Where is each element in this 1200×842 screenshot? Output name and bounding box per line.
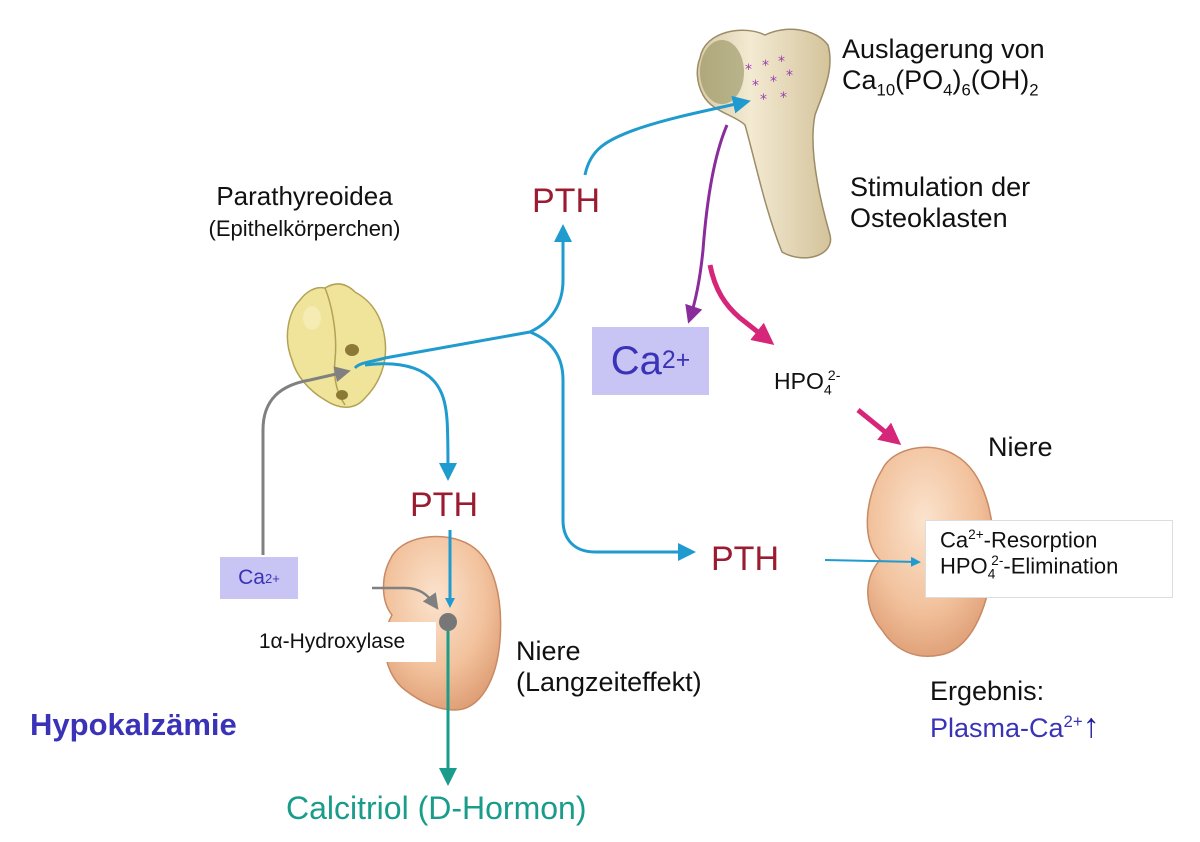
svg-text:*: *	[786, 68, 793, 84]
phosphate-elimination: HPO42--Elimination	[940, 553, 1119, 583]
kidney-left-label: Niere (Langzeiteffekt)	[516, 636, 702, 698]
svg-text:*: *	[760, 92, 767, 108]
pth-label-bone: PTH	[532, 182, 600, 220]
svg-text:*: *	[752, 78, 759, 94]
calcium-sensing-arrow	[261, 366, 351, 555]
hydroxylase-node	[439, 613, 457, 631]
phosphate-release-arrow	[707, 264, 775, 345]
calcium-resorption: Ca2+-Resorption	[940, 527, 1098, 553]
hypocalcemia-label: Hypokalzämie	[30, 707, 237, 742]
svg-text:*: *	[762, 58, 769, 74]
hydroxylase-input-arrow	[372, 586, 439, 610]
calcium-release-arrow	[685, 124, 729, 324]
parathyroid-illustration	[286, 283, 387, 408]
bone-label-line1: Auslagerung von	[842, 34, 1045, 64]
kidney-right-label: Niere	[988, 432, 1053, 462]
result-block: Ergebnis: Plasma-Ca2+↑	[930, 676, 1100, 746]
pth-label-kidney-left: PTH	[410, 486, 478, 524]
result-value: Plasma-Ca2+↑	[930, 707, 1100, 746]
svg-text:*: *	[780, 90, 787, 106]
bone-illustration: *** *** **	[696, 28, 832, 259]
phosphate-label: HPO42-	[774, 368, 841, 399]
svg-text:*: *	[770, 74, 777, 90]
pth-pathway-arrows	[353, 95, 921, 608]
hydroxylase-box: 1α-Hydroxylase	[228, 622, 436, 662]
phosphate-to-kidney-arrow	[856, 408, 902, 446]
osteoclast-label: Stimulation der Osteoklasten	[850, 172, 1031, 234]
parathyroid-title: Parathyreoidea	[216, 181, 393, 211]
bone-label: Auslagerung von Ca10(PO4)6(OH)2	[842, 34, 1045, 100]
result-label: Ergebnis:	[930, 676, 1045, 706]
arrow-up-icon: ↑	[1082, 707, 1100, 746]
parathyroid-subtitle: (Epithelkörperchen)	[208, 215, 401, 241]
mineral-formula: Ca10(PO4)6(OH)2	[842, 65, 1039, 100]
calcitriol-label: Calcitriol (D-Hormon)	[286, 790, 587, 826]
pth-label-kidney-right: PTH	[711, 540, 779, 578]
svg-text:*: *	[745, 62, 752, 78]
parathyroid-label: Parathyreoidea (Epithelkörperchen)	[172, 181, 437, 241]
kidney-effects-box: Ca2+-Resorption HPO42--Elimination	[925, 520, 1173, 598]
svg-text:*: *	[778, 54, 785, 70]
